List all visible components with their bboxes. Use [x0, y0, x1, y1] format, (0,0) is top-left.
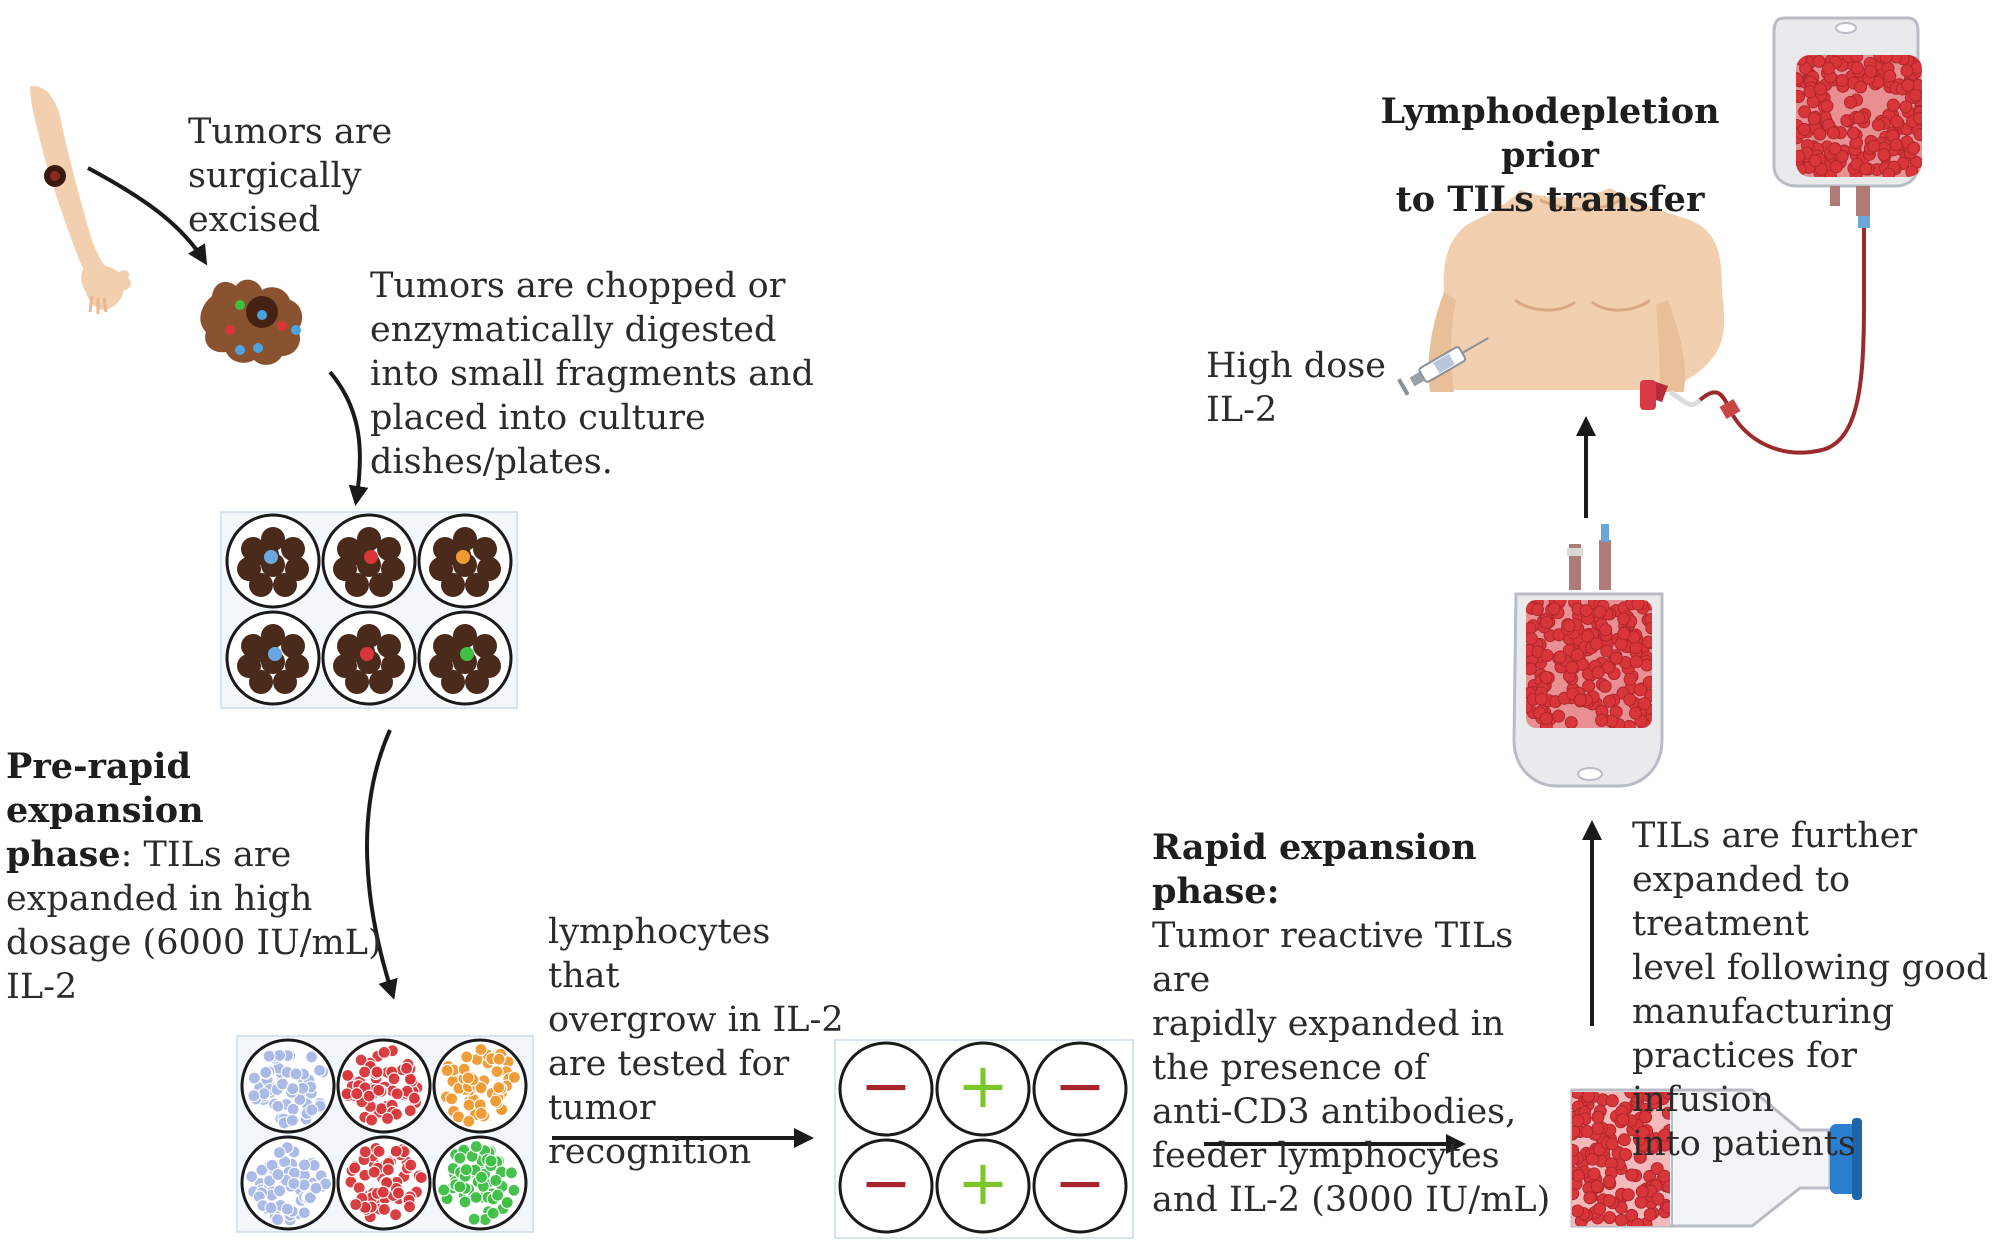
label-lymphodepletion-title: Lymphodepletion prior to TILs transfer: [1380, 91, 1720, 220]
culture-flask: [1570, 1088, 1862, 1228]
well-screening: +: [935, 1138, 1031, 1234]
well-cell-culture: [432, 1135, 528, 1231]
pre-rapid-rest-2: expanded in high dosage (6000 IU/mL) IL-…: [6, 879, 382, 1007]
label-high-dose-il2: High dose IL-2: [1206, 346, 1386, 430]
infusion-bag: [1772, 16, 1922, 216]
minus-sign: −: [1054, 1146, 1106, 1219]
plus-sign: +: [957, 1049, 1009, 1122]
well-screening: −: [838, 1041, 934, 1137]
label-tumors-excised: Tumors are surgically excised: [188, 112, 393, 240]
well-cell-culture: [336, 1135, 432, 1231]
arrow-tumor-to-plate1: [328, 370, 369, 506]
plus-sign: +: [957, 1146, 1009, 1219]
arm-illustration: [30, 85, 131, 314]
pre-rapid-bold-1: Pre-rapid expansion: [6, 746, 204, 831]
well-cell-culture: [336, 1038, 432, 1134]
minus-sign: −: [860, 1049, 912, 1122]
rapid-rest: Tumor reactive TILs are rapidly expanded…: [1152, 916, 1551, 1220]
well-fragments: [225, 610, 321, 706]
minus-sign: −: [1054, 1049, 1106, 1122]
well-screening: −: [1032, 1041, 1128, 1137]
label-rapid-expansion: Rapid expansion phase: Tumor reactive TI…: [1152, 826, 1572, 1222]
arrow-arm-to-tumor: [87, 166, 208, 266]
well-cell-culture: [240, 1135, 336, 1231]
pre-rapid-rest-1: : TILs are: [120, 835, 292, 875]
well-screening: +: [935, 1041, 1031, 1137]
well-fragments: [321, 513, 417, 609]
well-cell-culture: [432, 1038, 528, 1134]
pre-rapid-bold-2: phase: [6, 834, 121, 875]
patient-torso: [1428, 188, 1725, 392]
label-lymphocytes-tested: lymphocytes that overgrow in IL-2 are te…: [548, 912, 844, 1172]
well-fragments: [417, 513, 513, 609]
arrow-plate1-to-plate2: [365, 729, 398, 1000]
well-screening: −: [838, 1138, 934, 1234]
screening-plate: −+− −+−: [834, 1039, 1134, 1239]
well-screening: −: [1032, 1138, 1128, 1234]
label-tumors-chopped: Tumors are chopped or enzymatically dige…: [370, 266, 814, 482]
infusion-line: [1640, 212, 1870, 455]
rapid-bold: Rapid expansion phase:: [1152, 827, 1477, 912]
well-fragments: [225, 513, 321, 609]
expansion-bag: [1512, 524, 1664, 788]
culture-plate-fragments: [220, 511, 518, 709]
well-cell-culture: [240, 1038, 336, 1134]
minus-sign: −: [860, 1146, 912, 1219]
syringe-icon: [1397, 337, 1489, 396]
tumor-fragment: [200, 279, 303, 365]
label-tils-further-expanded: TILs are further expanded to treatment l…: [1632, 816, 1989, 1164]
label-pre-rapid-expansion: Pre-rapid expansion phase: TILs are expa…: [6, 745, 386, 1009]
well-fragments: [417, 610, 513, 706]
culture-plate-expanded: [236, 1035, 534, 1233]
well-fragments: [321, 610, 417, 706]
